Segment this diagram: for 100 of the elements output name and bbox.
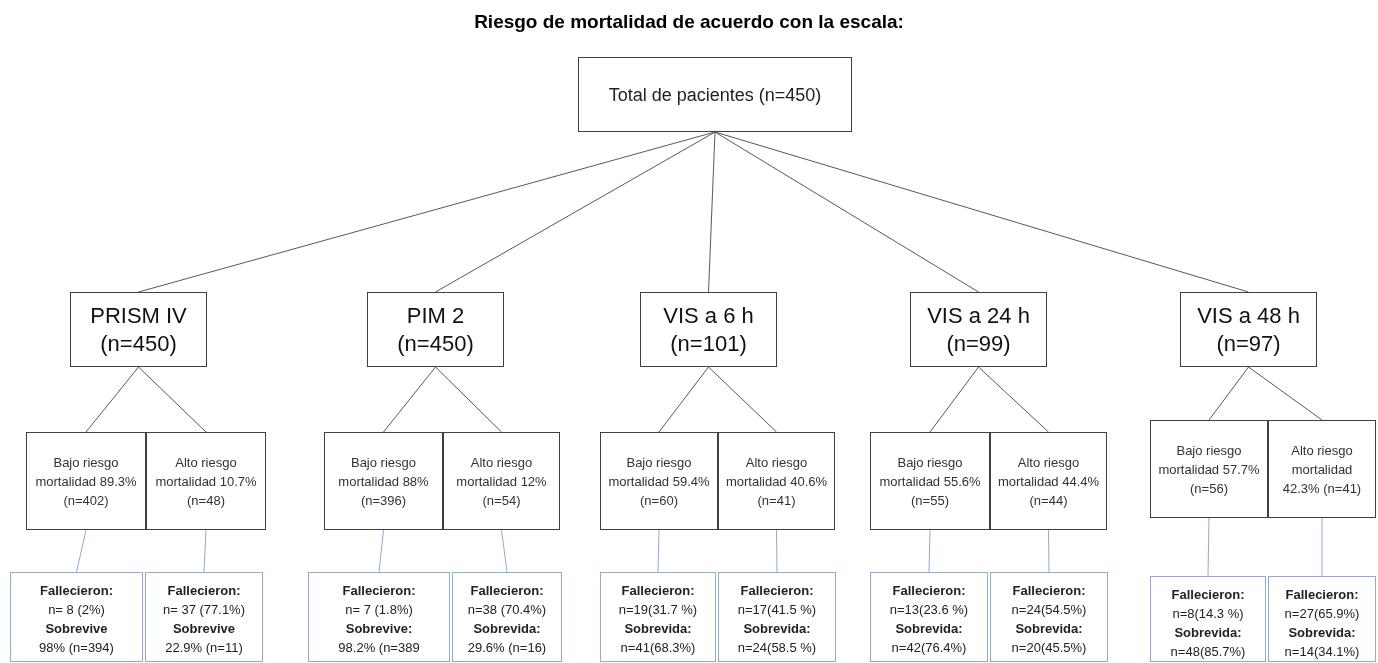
outcome-box <box>718 572 836 662</box>
risk-group-box <box>1150 420 1268 518</box>
node-text: VIS a 24 h (n=99) <box>926 301 1031 358</box>
connector-line <box>978 366 1049 433</box>
node-text: Alto riesgo mortalidad 10.7% (n=48) <box>154 453 258 510</box>
outcome-heading: Fallecieron: <box>892 582 966 600</box>
outcome-box <box>308 572 450 662</box>
risk-group-box <box>443 432 560 530</box>
outcome-heading: Sobrevida: <box>1015 620 1083 638</box>
outcome-value: n=42(76.4%) <box>891 639 967 657</box>
outcome-box <box>452 572 562 662</box>
outcome-value: n=24(54.5%) <box>1011 601 1087 619</box>
outcome-value: 22.9% (n=11) <box>165 639 243 657</box>
risk-group-box <box>1268 420 1376 518</box>
connector-line <box>76 529 87 573</box>
diagram-title: Riesgo de mortalidad de acuerdo con la escala: <box>473 10 905 34</box>
node-text: Bajo riesgo mortalidad 55.6% (n=55) <box>878 453 982 510</box>
node-text: Total de pacientes (n=450) <box>608 83 822 107</box>
outcome-heading: Sobrevida: <box>1174 624 1242 642</box>
outcome-heading: Fallecieron: <box>740 582 814 600</box>
outcome-value: n= 7 (1.8%) <box>345 601 413 619</box>
outcome-value: n= 8 (2%) <box>48 601 105 619</box>
scale-box <box>70 292 207 367</box>
node-text: PRISM IV (n=450) <box>89 301 188 358</box>
root-box <box>578 57 852 132</box>
connector-line <box>708 366 777 433</box>
node-text: Alto riesgo mortalidad 44.4% (n=44) <box>996 453 1101 510</box>
outcome-box <box>1268 576 1376 662</box>
connector-line <box>658 366 709 433</box>
outcome-value: n=24(58.5 %) <box>737 639 817 657</box>
outcome-box <box>1150 576 1266 662</box>
outcome-box <box>10 572 143 662</box>
node-text: VIS a 48 h (n=97) <box>1196 301 1301 358</box>
outcome-heading: Fallecieron: <box>1012 582 1086 600</box>
outcome-box <box>990 572 1108 662</box>
outcome-heading: Sobrevive <box>45 620 108 638</box>
outcome-value: 98.2% (n=389 <box>338 639 420 657</box>
outcome-heading: Sobrevida: <box>743 620 811 638</box>
connector-line <box>1208 366 1249 421</box>
outcome-heading: Fallecieron: <box>40 582 113 600</box>
outcome-value: n=48(85.7%) <box>1170 643 1246 661</box>
outcome-heading: Fallecieron: <box>167 582 241 600</box>
outcome-heading: Fallecieron: <box>470 582 544 600</box>
connector-line <box>1248 366 1323 421</box>
connector-line <box>85 366 139 433</box>
outcome-value: n=41(68.3%) <box>620 639 696 657</box>
outcome-value: n=27(65.9%) <box>1284 605 1360 623</box>
outcome-value: n=38 (70.4%) <box>467 601 547 619</box>
outcome-box <box>870 572 988 662</box>
node-text: Bajo riesgo mortalidad 89.3% (n=402) <box>34 453 138 510</box>
outcome-value: n= 37 (77.1%) <box>163 601 245 619</box>
risk-group-box <box>146 432 266 530</box>
outcome-heading: Fallecieron: <box>1285 586 1359 604</box>
node-text: Alto riesgo mortalidad 40.6% (n=41) <box>724 453 829 510</box>
connector-line <box>1207 517 1210 577</box>
outcome-heading: Sobrevive <box>172 620 236 638</box>
outcome-value: n=8(14.3 %) <box>1172 605 1244 623</box>
connector-line <box>435 366 502 433</box>
outcome-heading: Sobrevida: <box>473 620 541 638</box>
outcome-heading: Sobrevida: <box>1288 624 1356 642</box>
connector-line <box>435 131 716 293</box>
connector-line <box>1048 529 1050 573</box>
outcome-value: n=20(45.5%) <box>1011 639 1087 657</box>
risk-group-box <box>870 432 990 530</box>
risk-group-box <box>990 432 1107 530</box>
connector-line <box>714 131 979 293</box>
node-text: VIS a 6 h (n=101) <box>662 301 755 358</box>
connector-line <box>501 529 508 573</box>
outcome-heading: Fallecieron: <box>1171 586 1245 604</box>
connector-line <box>138 366 207 433</box>
connector-line <box>378 529 384 573</box>
node-text: Bajo riesgo mortalidad 88% (n=396) <box>337 453 430 510</box>
risk-group-box <box>600 432 718 530</box>
connector-line <box>1321 517 1323 577</box>
risk-group-box <box>718 432 835 530</box>
outcome-heading: Sobrevida: <box>895 620 963 638</box>
outcome-heading: Sobrevive: <box>345 620 413 638</box>
node-text: Bajo riesgo mortalidad 59.4% (n=60) <box>607 453 711 510</box>
node-text: Bajo riesgo mortalidad 57.7% (n=56) <box>1157 441 1261 498</box>
outcome-box <box>600 572 716 662</box>
scale-box <box>1180 292 1317 367</box>
node-text: Alto riesgo mortalidad 12% (n=54) <box>455 453 548 510</box>
outcome-value: n=13(23.6 %) <box>889 601 969 619</box>
outcome-value: 29.6% (n=16) <box>467 639 547 657</box>
scale-box <box>910 292 1047 367</box>
connector-line <box>657 529 660 573</box>
connector-line <box>708 131 716 293</box>
connector-line <box>929 366 979 433</box>
outcome-heading: Sobrevida: <box>624 620 692 638</box>
connector-line <box>203 529 207 573</box>
outcome-box <box>145 572 263 662</box>
node-text: Alto riesgo mortalidad 42.3% (n=41) <box>1281 441 1363 498</box>
connector-line <box>928 529 931 573</box>
outcome-value: 98% (n=394) <box>39 639 114 657</box>
outcome-value: n=17(41.5 %) <box>737 601 817 619</box>
risk-group-box <box>324 432 443 530</box>
scale-box <box>640 292 777 367</box>
node-text: PIM 2 (n=450) <box>396 301 475 358</box>
outcome-heading: Fallecieron: <box>621 582 695 600</box>
connector-line <box>776 529 778 573</box>
